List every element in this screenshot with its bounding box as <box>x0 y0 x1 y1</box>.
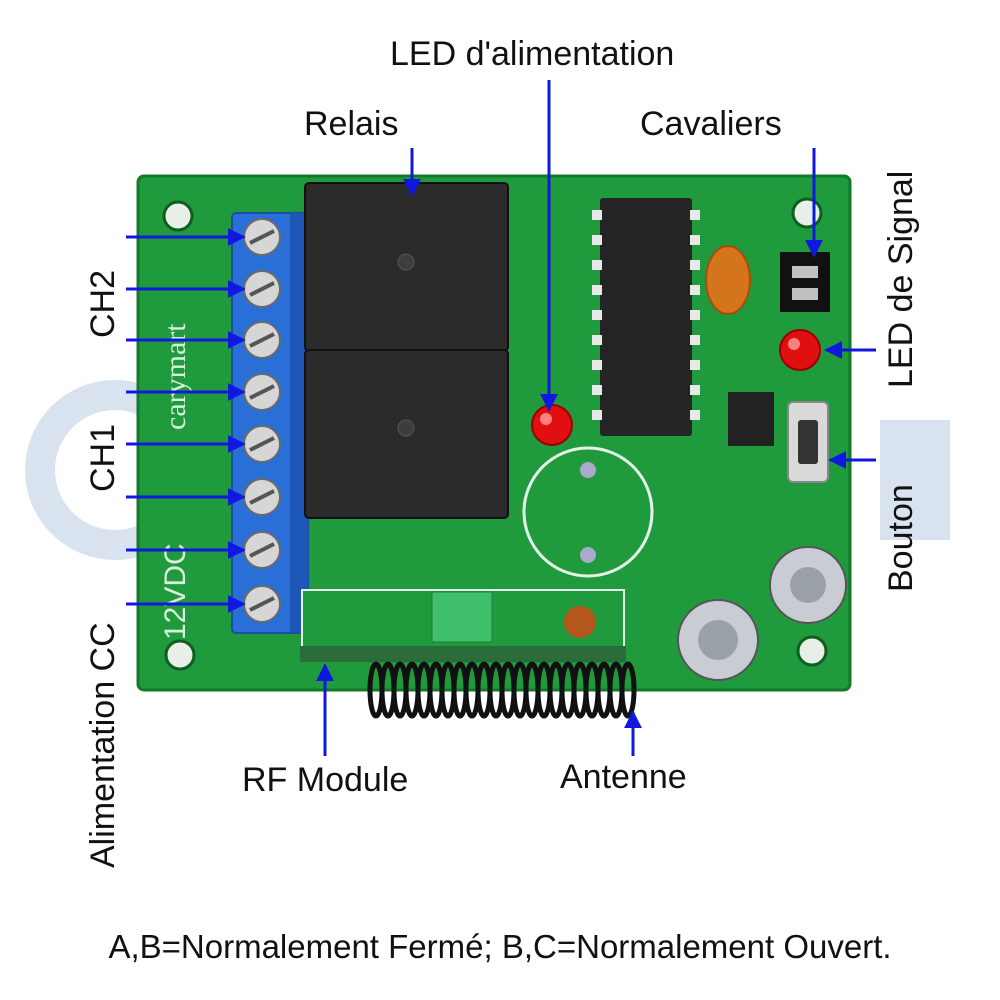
electrolytic-capacitor-c1 <box>677 599 759 681</box>
terminal-screw <box>243 585 281 623</box>
terminal-screw <box>243 531 281 569</box>
label-relays: Relais <box>304 105 399 143</box>
mount-hole <box>796 635 828 667</box>
label-power-led: LED d'alimentation <box>390 35 675 73</box>
voltage-silkscreen: 12VDC <box>159 543 192 640</box>
caption: A,B=Normalement Fermé; B,C=Normalement O… <box>108 928 892 965</box>
annotation-arrows <box>126 80 876 756</box>
mount-hole <box>164 639 196 671</box>
decoder-ic <box>592 198 700 436</box>
label-ch2: CH2 <box>84 269 122 338</box>
signal-led <box>779 329 821 371</box>
jumper-block <box>780 252 830 312</box>
speaker-footprint <box>522 446 654 578</box>
terminal-screw <box>243 425 281 463</box>
small-ic <box>728 392 774 446</box>
terminal-screw <box>243 373 281 411</box>
terminal-screw <box>243 321 281 359</box>
rf-module-board <box>300 589 626 662</box>
push-button[interactable] <box>787 401 829 483</box>
label-antenna: Antenne <box>560 758 687 796</box>
label-button: Bouton <box>882 484 920 592</box>
power-led <box>531 404 573 446</box>
antenna-coil <box>367 661 637 719</box>
terminal-screw <box>243 478 281 516</box>
mount-hole <box>162 200 194 232</box>
label-signal-led: LED de Signal <box>882 170 920 388</box>
electrolytic-capacitor-c2 <box>769 546 847 624</box>
terminal-screw <box>243 218 281 256</box>
terminal-screw <box>243 270 281 308</box>
label-jumpers: Cavaliers <box>640 105 782 143</box>
label-rf-module: RF Module <box>242 761 409 799</box>
label-ch1: CH1 <box>84 423 122 492</box>
label-dc-power: Alimentation CC <box>84 622 122 868</box>
ceramic-capacitor <box>705 245 751 315</box>
mount-hole <box>791 197 823 229</box>
